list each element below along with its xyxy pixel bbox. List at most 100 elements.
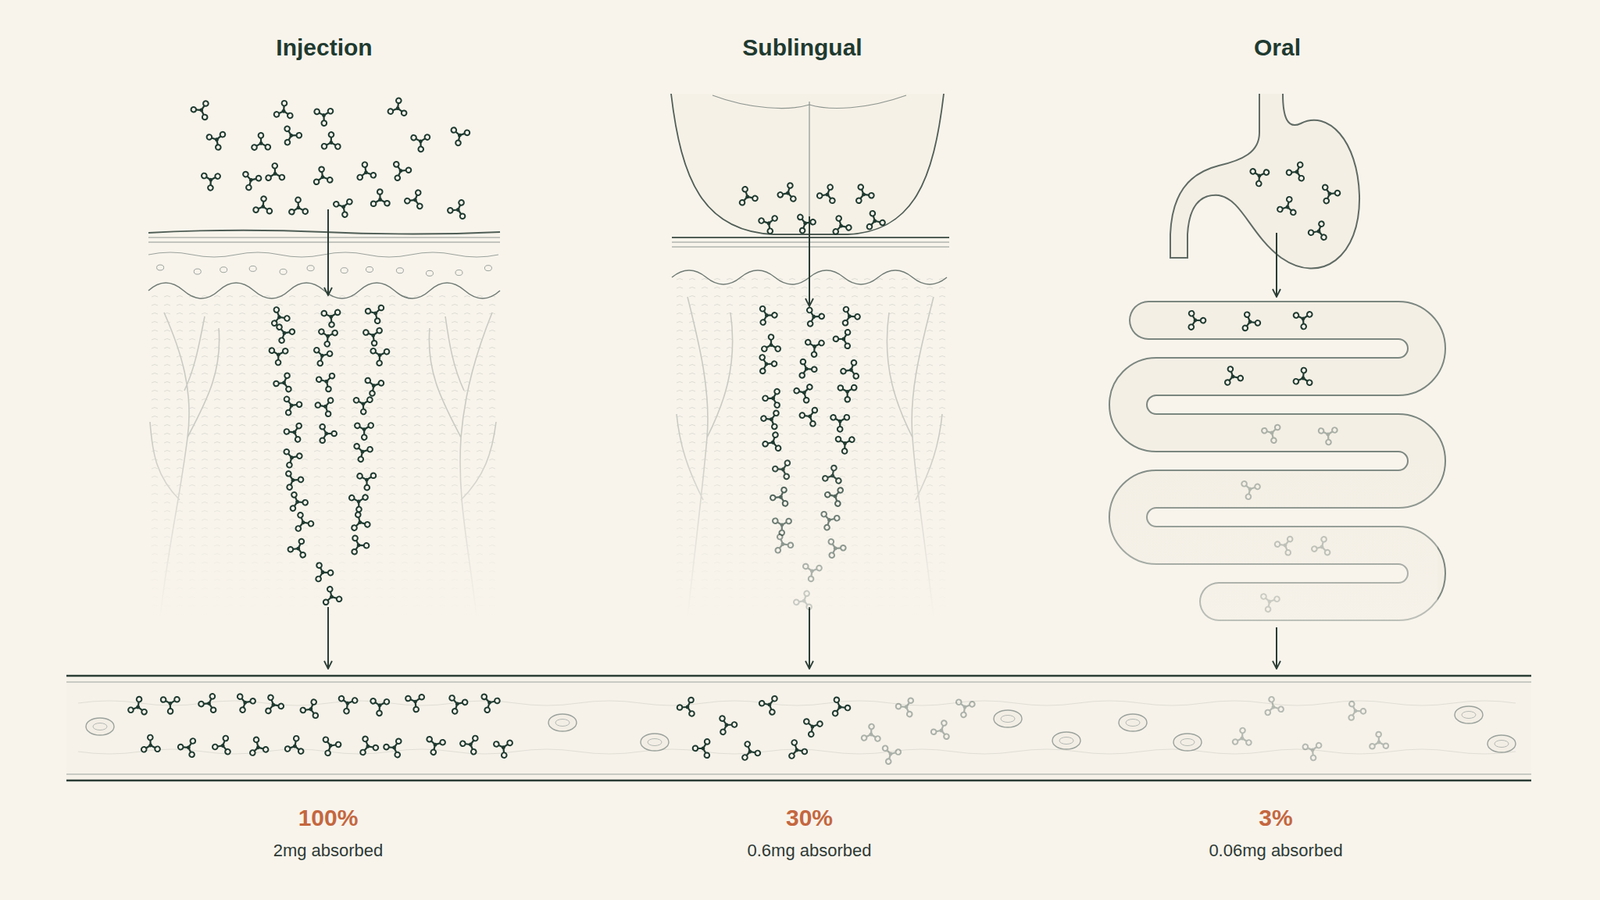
molecule-atom xyxy=(353,442,361,450)
molecule-atom xyxy=(1325,439,1333,447)
molecule-atom xyxy=(788,752,796,760)
molecule-atom xyxy=(353,396,361,404)
molecule-atom xyxy=(771,214,779,222)
drug-molecule xyxy=(815,506,841,532)
molecule-atom xyxy=(1277,705,1285,713)
molecule-core xyxy=(289,403,294,408)
red-blood-cell xyxy=(640,733,669,751)
skin-layer xyxy=(148,252,499,258)
drug-molecule xyxy=(196,166,222,192)
molecule-atom xyxy=(816,564,822,571)
drug-molecule xyxy=(407,128,431,153)
molecule-atom xyxy=(275,323,283,330)
molecule-atom xyxy=(844,396,850,403)
skin-cell xyxy=(484,265,492,272)
drug-molecule xyxy=(1255,587,1281,613)
drug-molecule xyxy=(866,210,887,233)
molecule-atom xyxy=(209,693,215,700)
molecule-atom xyxy=(335,309,341,315)
molecule-atom xyxy=(282,347,290,355)
drug-molecule xyxy=(300,696,325,719)
molecule-atom xyxy=(774,345,782,353)
molecule-atom xyxy=(803,563,809,569)
molecule-atom xyxy=(285,409,293,417)
molecule-atom xyxy=(278,703,285,710)
molecule-atom xyxy=(219,131,226,138)
cell-center xyxy=(647,739,662,747)
molecule-core xyxy=(308,707,314,712)
molecule-atom xyxy=(960,710,968,718)
drug-molecule xyxy=(362,377,385,398)
molecule-atom xyxy=(1253,482,1261,490)
molecule-atom xyxy=(759,367,767,375)
molecule-atom xyxy=(1348,714,1354,721)
red-blood-cell xyxy=(1173,733,1202,751)
absorbed-amount: 0.06mg absorbed xyxy=(1208,840,1343,861)
molecule-atom xyxy=(793,387,800,394)
molecule-atom xyxy=(417,145,425,153)
molecule-core xyxy=(167,701,172,706)
molecule-atom xyxy=(809,218,817,226)
drug-molecule xyxy=(265,306,291,332)
molecule-atom xyxy=(266,208,272,215)
molecule-core xyxy=(417,139,423,144)
molecule-core xyxy=(323,404,329,410)
molecule-atom xyxy=(211,742,219,750)
molecule-atom xyxy=(719,728,727,736)
molecule-core xyxy=(701,746,706,751)
drug-molecule xyxy=(1348,701,1366,722)
drug-molecule xyxy=(264,162,289,187)
molecule-core xyxy=(842,440,848,447)
molecule-atom xyxy=(1289,208,1297,216)
molecule-atom xyxy=(396,738,402,744)
drug-molecule xyxy=(260,692,285,715)
molecule-core xyxy=(803,221,808,226)
molecule-core xyxy=(770,396,776,402)
molecule-atom xyxy=(769,494,777,502)
molecule-atom xyxy=(371,200,377,207)
molecule-core xyxy=(324,378,329,384)
drug-molecule xyxy=(857,723,882,748)
molecule-atom xyxy=(257,132,265,140)
drug-molecule xyxy=(1224,366,1245,389)
molecule-atom xyxy=(290,491,298,499)
molecule-atom xyxy=(692,745,699,751)
molecule-core xyxy=(1377,740,1382,745)
skin-tissue xyxy=(144,230,504,619)
molecule-atom xyxy=(1306,310,1314,318)
drug-molecule xyxy=(1317,183,1342,208)
molecule-atom xyxy=(837,487,844,494)
molecule-atom xyxy=(1331,426,1339,434)
vessel-lumen xyxy=(66,676,1532,780)
molecule-atom xyxy=(325,350,333,358)
molecule-atom xyxy=(799,372,805,379)
molecule-atom xyxy=(322,599,329,606)
drug-molecule xyxy=(799,359,818,379)
molecule-atom xyxy=(836,425,844,433)
molecule-atom xyxy=(423,133,431,141)
molecule-atom xyxy=(881,744,889,752)
molecule-atom xyxy=(448,694,455,701)
molecule-atom xyxy=(348,494,356,502)
red-blood-cell xyxy=(1487,735,1516,753)
molecule-core xyxy=(768,342,775,348)
molecule-atom xyxy=(1267,696,1275,704)
molecule-core xyxy=(207,701,211,706)
drug-molecule xyxy=(288,196,308,215)
molecule-atom xyxy=(835,214,843,222)
molecule-atom xyxy=(364,485,370,491)
tissue-fade xyxy=(144,437,504,619)
molecule-atom xyxy=(367,446,374,453)
molecule-atom xyxy=(249,697,256,704)
drug-molecule xyxy=(771,511,797,536)
molecule-core xyxy=(1267,599,1273,605)
molecule-atom xyxy=(741,753,749,761)
molecule-atom xyxy=(1321,535,1328,543)
molecule-atom xyxy=(357,473,363,479)
molecule-core xyxy=(248,177,254,183)
molecule-atom xyxy=(297,476,305,484)
molecule-atom xyxy=(455,139,462,147)
molecule-atom xyxy=(481,693,488,700)
molecule-core xyxy=(341,204,347,210)
